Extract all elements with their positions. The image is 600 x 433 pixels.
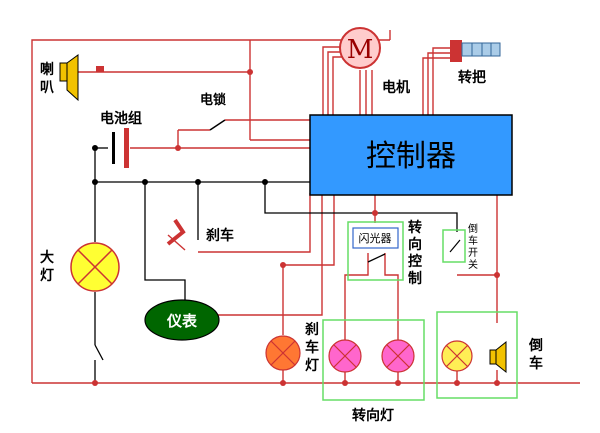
turn-control-label-1: 转 (408, 219, 422, 236)
motor-icon: M (339, 27, 381, 69)
battery-icon (112, 128, 129, 168)
headlight-icon (70, 242, 120, 292)
controller-label: 控制器 (366, 139, 456, 174)
horn-label-2: 叭 (40, 80, 54, 96)
reverse-switch-label-2: 车 (468, 234, 478, 247)
horn-icon (59, 54, 104, 102)
brake-light-icon (265, 335, 301, 371)
meter-label: 仪表 (166, 312, 198, 330)
reverse-label-1: 倒 (528, 337, 543, 354)
horn-label: 喇 叭 (40, 61, 54, 96)
flasher-inner (352, 227, 399, 249)
controller-box (309, 114, 513, 196)
turn-control-label-4: 制 (408, 270, 422, 287)
horn-label-1: 喇 (40, 61, 54, 78)
battery-label: 电池组 (100, 110, 142, 127)
red-wires (31, 30, 580, 384)
motor-symbol: M (347, 35, 374, 65)
throttle-label: 转把 (458, 69, 486, 86)
reverse-buzzer-icon (489, 340, 507, 374)
turn-lights-label: 转向灯 (352, 407, 394, 424)
brake-light-label-1: 刹 (305, 322, 319, 338)
reverse-switch-label-1: 倒 (468, 223, 478, 235)
brake-light-label-2: 车 (305, 339, 319, 356)
turn-light-right-icon (381, 339, 415, 373)
reverse-switch-label-4: 关 (468, 258, 478, 271)
reverse-box (436, 311, 518, 399)
turn-switch-icon (367, 253, 386, 263)
reverse-switch-box (442, 229, 466, 263)
reverse-label-2: 车 (529, 355, 543, 372)
headlight-label-2: 灯 (40, 267, 54, 284)
flasher-box (347, 221, 404, 281)
turn-control-label-3: 控 (408, 253, 422, 270)
reverse-switch-label-3: 开 (468, 248, 478, 259)
brake-label: 刹车 (206, 227, 234, 244)
brake-light-label-3: 灯 (305, 357, 319, 374)
junction-dots (92, 69, 500, 386)
reverse-switch-icon (449, 239, 461, 253)
throttle-icon (450, 40, 501, 62)
meter-icon (144, 299, 220, 341)
black-wires (94, 147, 458, 383)
motor-label: 电机 (382, 79, 410, 96)
turn-light-left-icon (328, 339, 362, 373)
turn-control-label-2: 向 (408, 236, 422, 253)
lock-label: 电锁 (200, 92, 226, 108)
headlight-label-1: 大 (40, 249, 54, 266)
headlight-switch-icon (94, 344, 104, 361)
reverse-light-icon (441, 340, 473, 372)
brake-lever-icon (166, 218, 186, 246)
lock-switch-icon (209, 119, 226, 131)
turn-lights-box (322, 319, 425, 401)
flasher-label: 闪光器 (359, 231, 392, 245)
